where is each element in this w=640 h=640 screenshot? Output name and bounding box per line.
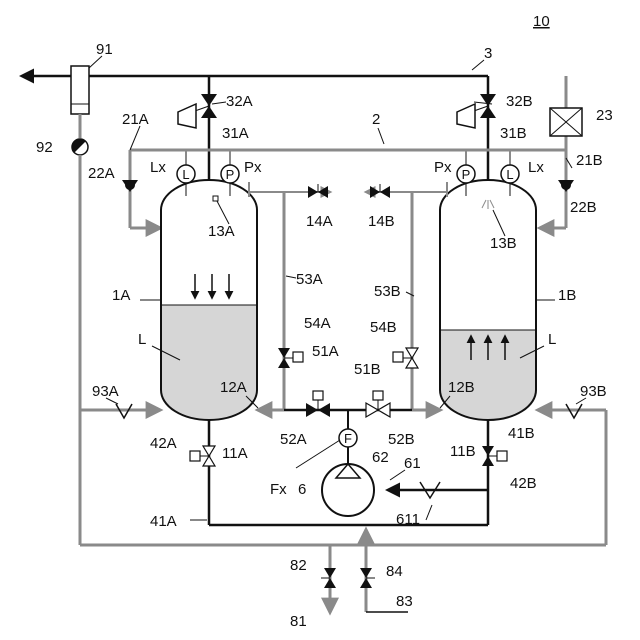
flow-F-symbol: F <box>344 431 352 446</box>
label-22B: 22B <box>570 199 597 216</box>
valve-82 <box>321 568 336 588</box>
label-12A: 12A <box>220 379 247 396</box>
valve-42A <box>190 446 215 466</box>
label-51A: 51A <box>312 343 339 360</box>
label-13B: 13B <box>490 235 517 252</box>
label-52A: 52A <box>280 431 307 448</box>
label-11B: 11B <box>450 443 476 460</box>
label-53A: 53A <box>296 271 323 288</box>
label-L-right: L <box>548 331 556 348</box>
label-92: 92 <box>36 139 53 156</box>
label-21B: 21B <box>576 152 603 169</box>
label-93B: 93B <box>580 383 607 400</box>
label-31B: 31B <box>500 125 527 142</box>
valve-54B <box>393 348 418 368</box>
label-42A: 42A <box>150 435 177 452</box>
label-14B: 14B <box>368 213 395 230</box>
valve-32A <box>178 94 217 128</box>
label-32B: 32B <box>506 93 533 110</box>
label-41A: 41A <box>150 513 177 530</box>
filter-91 <box>71 56 102 114</box>
label-83: 83 <box>396 593 413 610</box>
label-Px-left: Px <box>244 159 262 176</box>
gauge-P-symbol: P <box>462 167 471 182</box>
label-81: 81 <box>290 613 307 630</box>
label-Px-right: Px <box>434 159 452 176</box>
label-13A: 13A <box>208 223 235 240</box>
label-Fx: Fx <box>270 481 287 498</box>
label-1A: 1A <box>112 287 130 304</box>
label-1B: 1B <box>558 287 576 304</box>
label-Lx-left: Lx <box>150 159 166 176</box>
label-54B: 54B <box>370 319 397 336</box>
valve-51A <box>306 391 330 417</box>
check-valve-22B <box>558 180 574 192</box>
label-22A: 22A <box>88 165 115 182</box>
pump-6 <box>322 464 374 516</box>
label-14A: 14A <box>306 213 333 230</box>
label-2: 2 <box>372 111 380 128</box>
label-21A: 21A <box>122 111 149 128</box>
gauge-L-symbol: L <box>182 167 189 182</box>
label-61: 61 <box>404 455 421 472</box>
label-93A: 93A <box>92 383 119 400</box>
gauge-P-symbol: P <box>226 167 235 182</box>
label-54A: 54A <box>304 315 331 332</box>
label-51B: 51B <box>354 361 381 378</box>
label-23: 23 <box>596 107 613 124</box>
label-91: 91 <box>96 41 113 58</box>
label-31A: 31A <box>222 125 249 142</box>
valve-54A <box>278 348 303 368</box>
figure-number: 10 <box>533 13 550 30</box>
valve-14A <box>308 184 328 198</box>
unit-23 <box>550 108 582 136</box>
label-42B: 42B <box>510 475 537 492</box>
valve-42B <box>482 446 507 466</box>
label-3: 3 <box>484 45 492 62</box>
label-62: 62 <box>372 449 389 466</box>
label-L-left: L <box>138 331 146 348</box>
label-32A: 32A <box>226 93 253 110</box>
label-41B: 41B <box>508 425 535 442</box>
label-82: 82 <box>290 557 307 574</box>
label-Lx-right: Lx <box>528 159 544 176</box>
valve-84 <box>360 568 375 588</box>
check-valve-22A <box>122 180 138 192</box>
check-valve-92 <box>72 114 88 545</box>
label-11A: 11A <box>222 445 248 462</box>
valve-51B <box>366 391 390 417</box>
label-6: 6 <box>298 481 306 498</box>
valve-14B <box>370 184 390 198</box>
gauge-L-symbol: L <box>506 167 513 182</box>
flow-meter-62: F <box>339 429 357 465</box>
valve-32B <box>457 94 496 128</box>
label-84: 84 <box>386 563 403 580</box>
vent-lines-53 <box>249 182 447 410</box>
label-52B: 52B <box>388 431 415 448</box>
label-12B: 12B <box>448 379 475 396</box>
label-611: 611 <box>396 511 420 528</box>
label-53B: 53B <box>374 283 401 300</box>
